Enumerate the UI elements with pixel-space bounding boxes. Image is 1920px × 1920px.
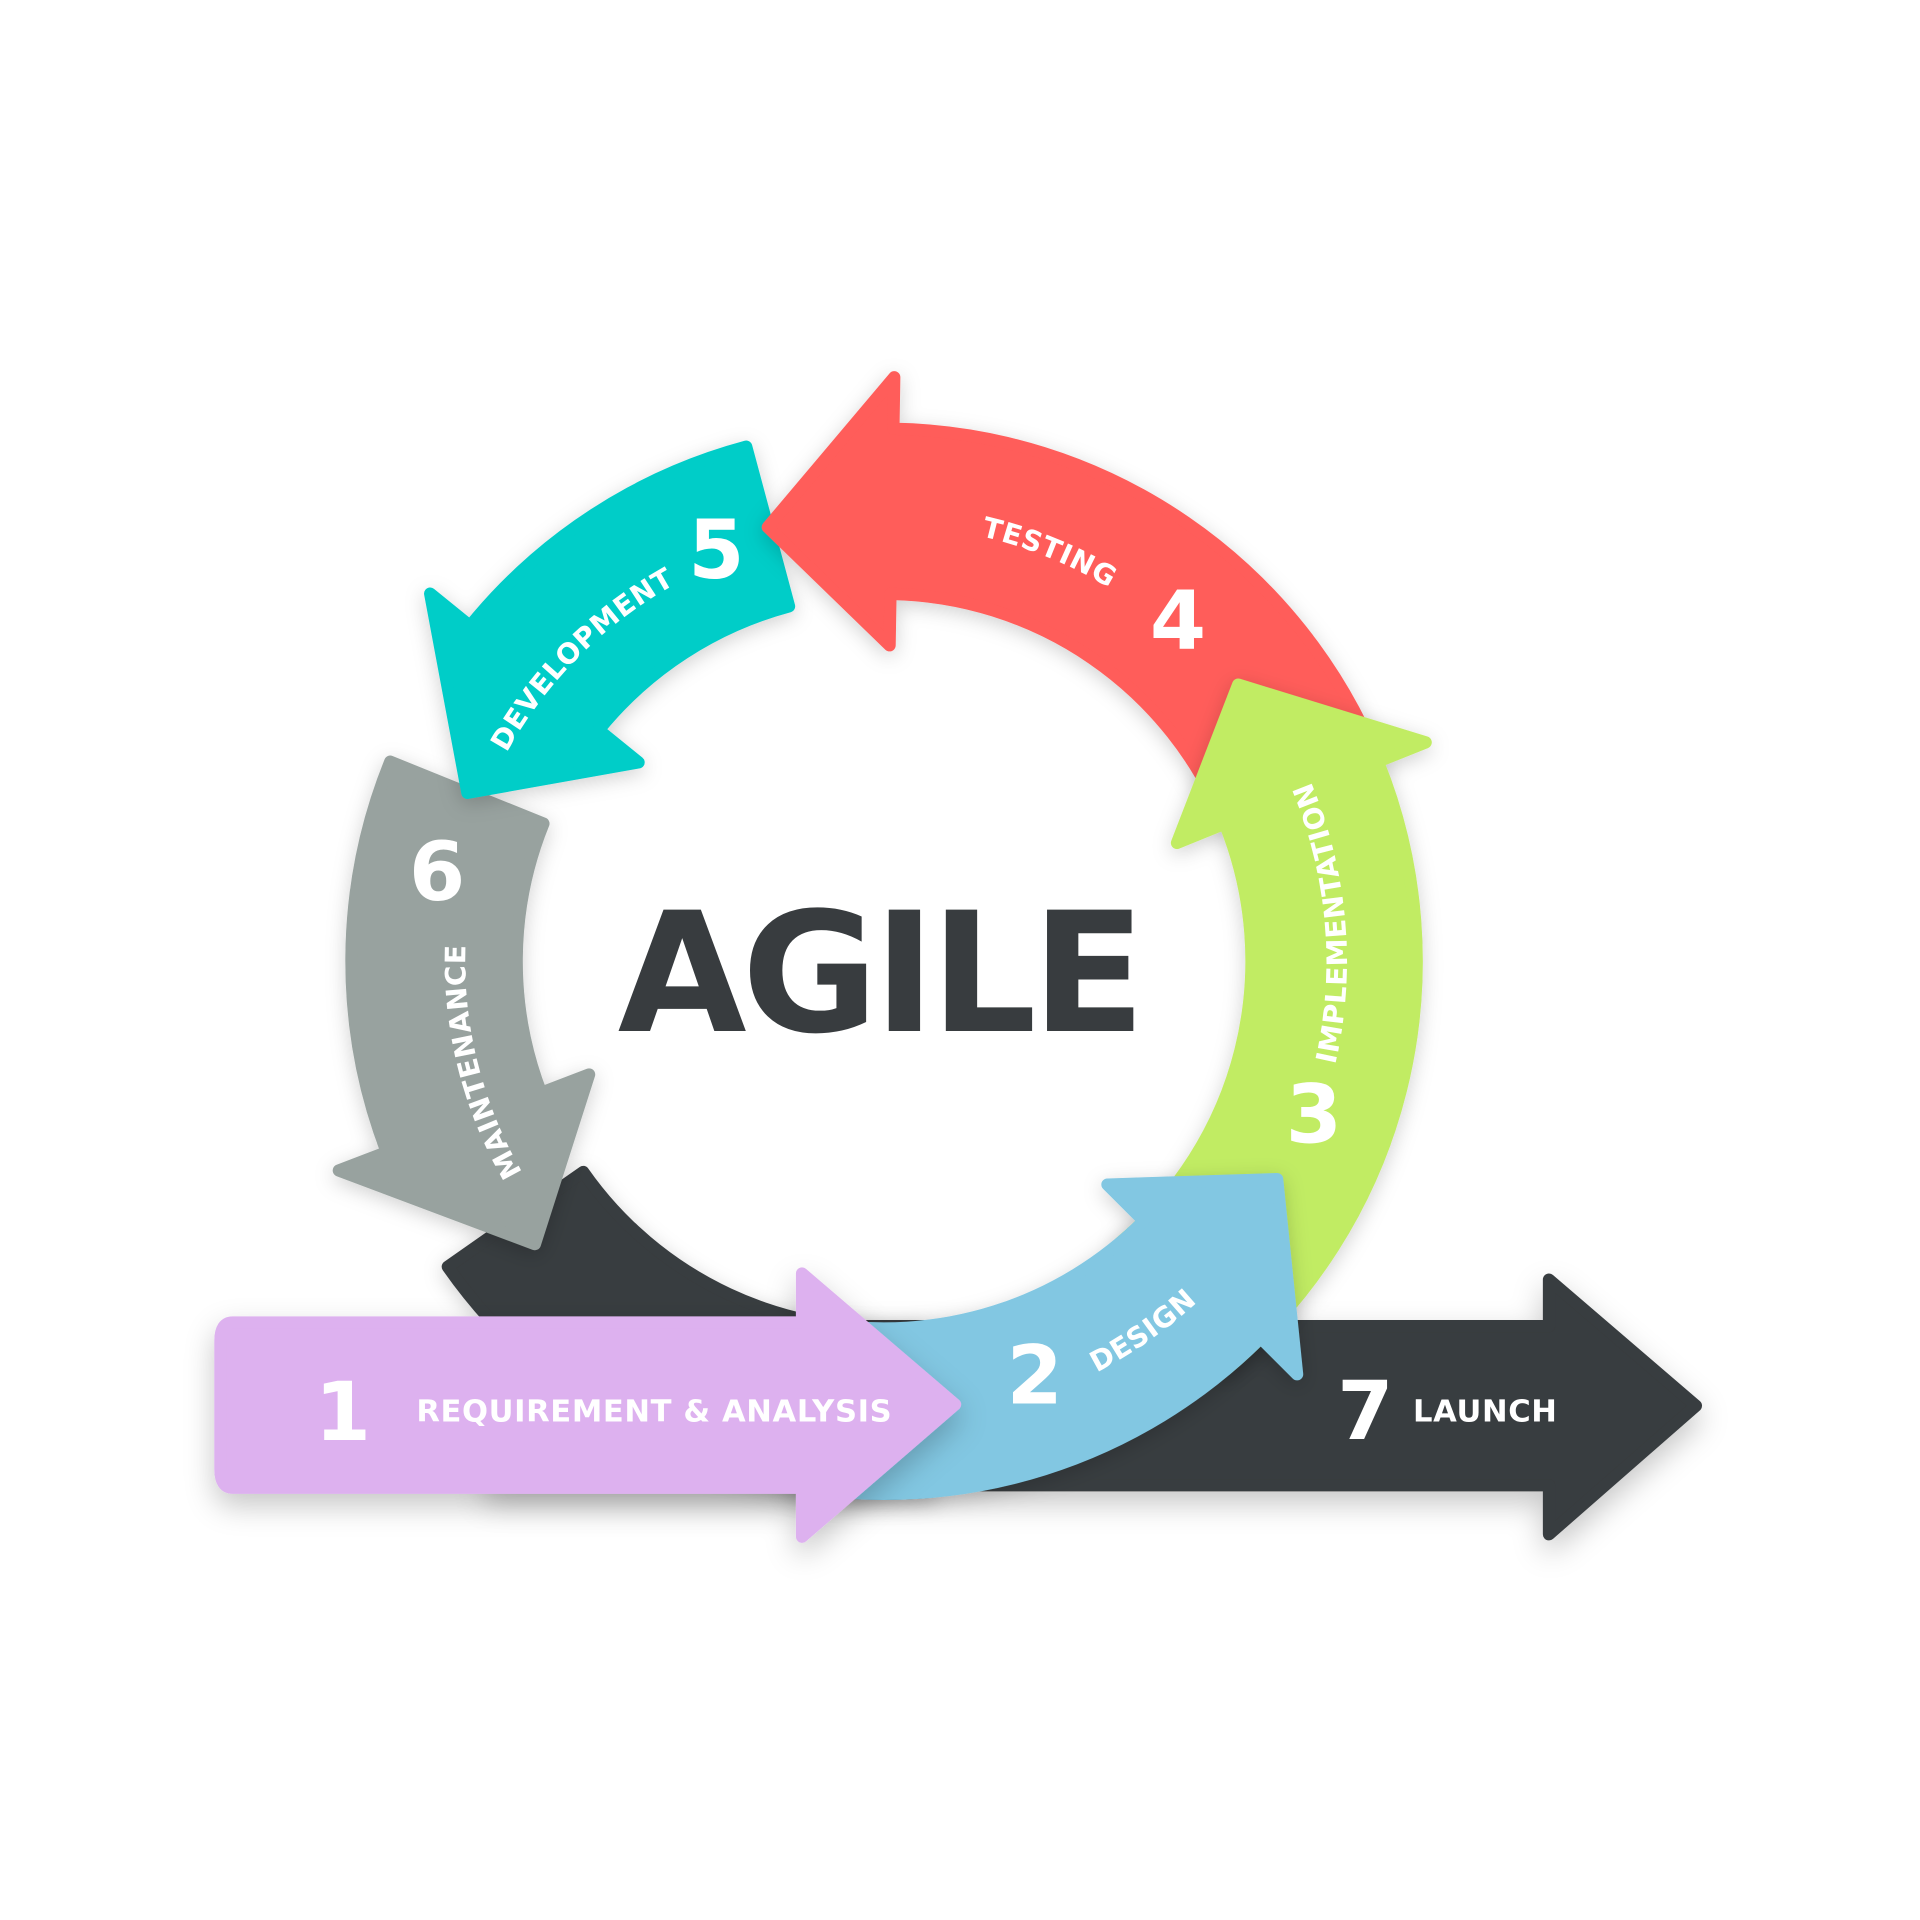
step-7-label: LAUNCH <box>1413 1395 1557 1430</box>
step-1-requirement-arrow <box>214 1267 962 1543</box>
step-3-number: 3 <box>1286 1068 1342 1162</box>
step-7-number: 7 <box>1337 1365 1393 1459</box>
step-5-number: 5 <box>688 504 744 598</box>
step-1-number: 1 <box>315 1366 371 1460</box>
step-6-number: 6 <box>409 826 465 920</box>
step-5-development-arrow <box>424 440 796 799</box>
step-1-label: REQUIREMENT & ANALYSIS <box>416 1395 892 1430</box>
step-4-number: 4 <box>1150 575 1206 669</box>
step-6-maintenance-arrow <box>332 755 596 1251</box>
step-2-number: 2 <box>1007 1329 1063 1423</box>
shapes-layer <box>214 371 1703 1543</box>
agile-title: AGILE <box>618 877 1141 1071</box>
